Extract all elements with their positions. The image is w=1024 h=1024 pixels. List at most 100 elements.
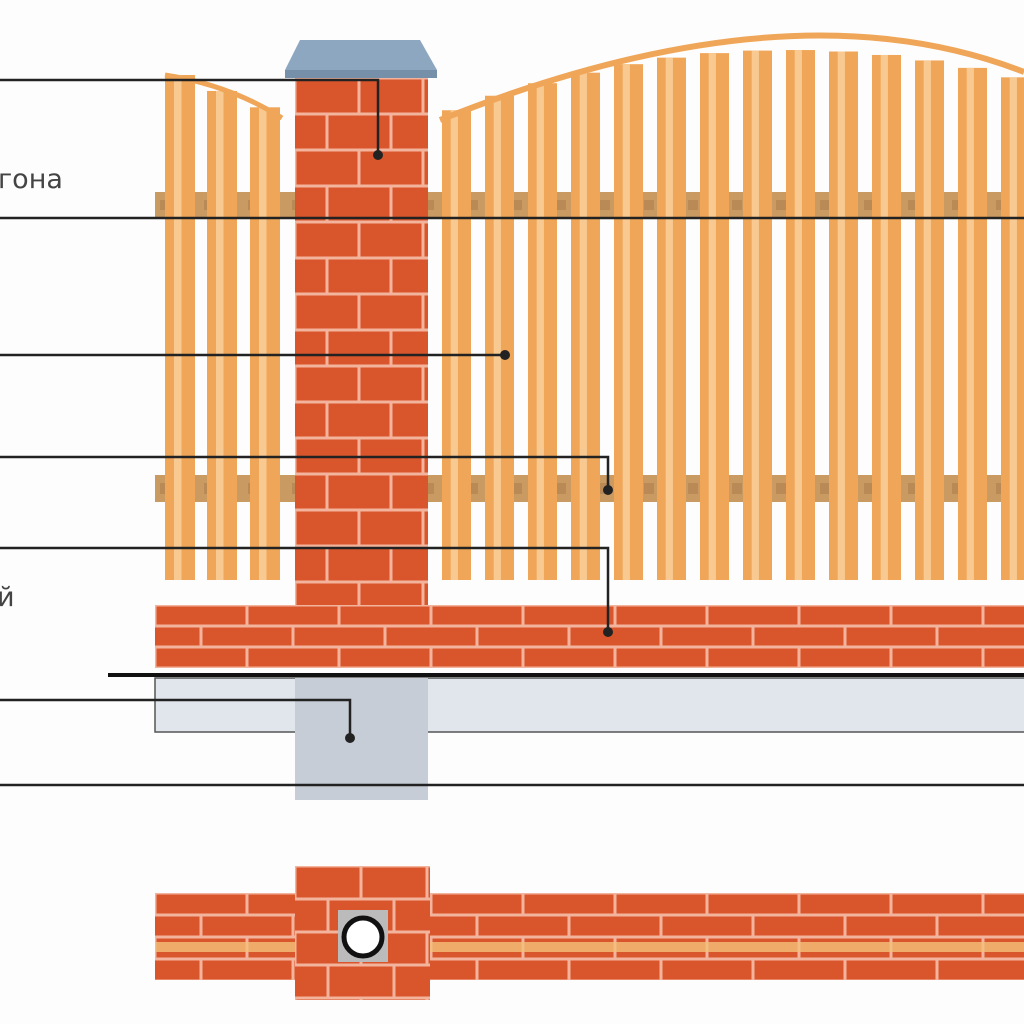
brick [428,999,430,1000]
picket [250,107,280,581]
brick [570,916,660,936]
rail-mark [424,483,434,494]
brick [360,223,422,257]
brick [478,960,568,980]
leader-picket [0,350,510,360]
picket [786,50,815,580]
picket [614,64,643,581]
leader-brick-base [0,546,613,637]
brick [295,403,326,437]
brick [984,894,1024,914]
brick [570,627,660,646]
brick [616,648,706,667]
brick [296,223,358,257]
picket-highlight [837,51,845,580]
brick [295,900,327,931]
brick [846,916,936,936]
rail-mark [908,200,918,210]
brick [800,894,890,914]
brick [428,867,430,898]
brick [392,331,428,365]
brick [295,187,326,221]
brick [296,867,360,898]
rail-mark [688,483,698,494]
brick [202,960,292,980]
rail-mark [600,200,610,210]
picket [571,72,600,581]
brick [570,960,660,980]
picket [485,95,514,581]
brick [155,960,200,980]
picket [207,90,237,581]
brick [202,916,292,936]
pillar-pipe-icon [341,915,385,959]
brick [616,894,706,914]
brick [295,259,326,293]
brick [392,547,428,581]
brick [524,648,614,667]
rail-mark [688,200,698,210]
brick [328,475,390,509]
left-arch-rail [164,72,284,121]
pillar-cap-edge [285,70,437,78]
leader-dot [373,150,383,160]
picket-highlight [880,54,888,580]
leader-line [0,546,610,632]
brick [754,960,844,980]
leader-line [0,455,610,490]
leader-cap [0,78,383,160]
brick [328,403,390,437]
brick [524,606,614,625]
label-brick-base: й [0,582,15,613]
picket-highlight [1009,77,1017,580]
brick [295,331,326,365]
plan-wall-layer [155,942,1024,952]
leader-line [0,78,380,155]
brick [424,367,428,401]
brick [754,916,844,936]
picket-highlight [259,107,267,581]
brick [424,79,428,113]
rail-mark [864,200,874,210]
brick [524,894,614,914]
brick [360,583,422,605]
rail-mark [908,483,918,494]
brick [662,916,752,936]
brick [432,894,522,914]
picket-highlight [174,75,182,580]
brick [296,79,358,113]
brick [392,259,428,293]
brick [360,79,422,113]
picket-highlight [216,90,224,581]
picket [915,60,944,580]
brick [296,583,358,605]
brick [424,511,428,545]
brick [340,606,430,625]
brick [662,960,752,980]
brick [328,331,390,365]
brick [295,547,326,581]
rail-mark [776,200,786,210]
rail-mark [820,483,830,494]
picket-highlight [751,50,759,580]
brick [392,187,428,221]
brick [428,933,430,964]
rail-mark [952,483,962,494]
brick [328,259,390,293]
brick [984,648,1024,667]
picket [958,67,987,580]
brick [362,867,426,898]
leader-dot [345,733,355,743]
rail-mark [424,200,434,210]
picket [829,51,858,580]
picket [657,57,686,581]
brick [362,999,426,1000]
brick [392,115,428,149]
picket [700,53,729,581]
rail-mark [644,483,654,494]
rail-mark [512,483,522,494]
brick-base [155,605,1024,668]
picket-highlight [966,67,974,580]
brick [360,367,422,401]
